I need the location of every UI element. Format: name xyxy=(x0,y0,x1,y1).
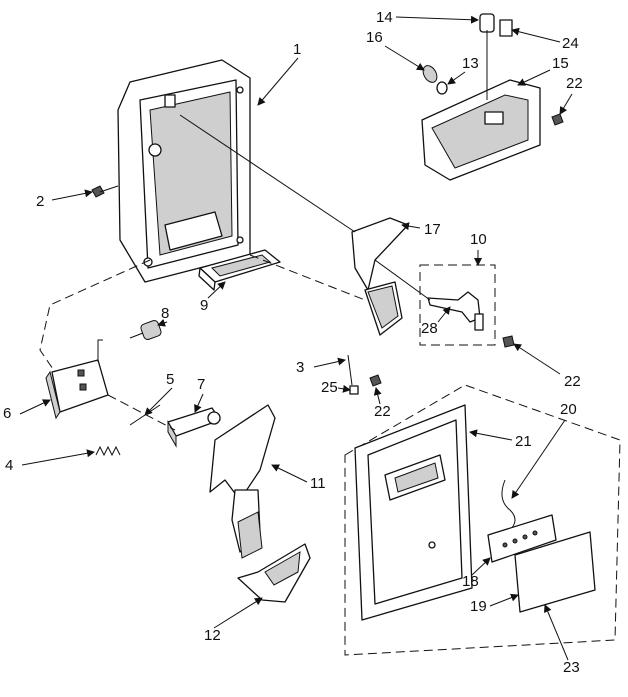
callout-16: 16 xyxy=(366,29,383,46)
leader-line-1 xyxy=(257,57,299,106)
callout-20: 20 xyxy=(560,401,577,418)
actuator-part xyxy=(167,407,221,448)
callout-2: 2 xyxy=(36,193,44,210)
control-board-part xyxy=(487,514,557,563)
leader-line-15 xyxy=(517,69,551,86)
callout-9: 9 xyxy=(200,297,208,314)
callout-18: 18 xyxy=(462,573,479,590)
assembly-line xyxy=(39,259,151,373)
control-overlay-part xyxy=(514,531,596,613)
leader-line-6 xyxy=(19,399,51,415)
callout-28: 28 xyxy=(421,320,438,337)
ice-lever-part xyxy=(209,404,276,559)
callout-25: 25 xyxy=(321,379,338,396)
leader-line-18 xyxy=(471,557,491,576)
dispenser-housing-part xyxy=(117,59,251,283)
callout-21: 21 xyxy=(515,433,532,450)
motor-part xyxy=(129,320,162,340)
pad-part xyxy=(349,385,359,395)
callout-23: 23 xyxy=(563,659,580,676)
callout-4: 4 xyxy=(5,457,13,474)
callout-5: 5 xyxy=(166,371,174,388)
leader-line-5 xyxy=(144,387,173,416)
assembly-line xyxy=(107,394,176,431)
leader-line-22 xyxy=(513,343,561,375)
ice-chute-cup-part xyxy=(237,543,311,603)
leader-line-16 xyxy=(384,45,425,71)
leader-line-21 xyxy=(469,429,513,441)
leader-line-23 xyxy=(544,604,569,661)
leader-line-22 xyxy=(559,93,573,115)
screw-part xyxy=(551,113,564,126)
bracket-part xyxy=(499,19,513,37)
kit-boundary-10 xyxy=(419,264,496,346)
screw-part xyxy=(369,374,382,387)
leader-line-9 xyxy=(207,281,226,299)
callout-22: 22 xyxy=(374,403,391,420)
leader-line-24 xyxy=(511,27,561,43)
leader-line-4 xyxy=(21,449,95,466)
solenoid-part xyxy=(45,339,109,420)
screw-part xyxy=(502,335,515,348)
assembly-line xyxy=(179,114,356,233)
leader-line-22 xyxy=(373,387,382,405)
leader-line-7 xyxy=(194,393,204,413)
assembly-line xyxy=(249,254,366,301)
bulb-socket-part xyxy=(422,65,448,95)
callout-7: 7 xyxy=(197,376,205,393)
leader-line-25 xyxy=(337,384,351,393)
callout-19: 19 xyxy=(470,598,487,615)
wire-harness-part xyxy=(501,479,516,531)
callout-22: 22 xyxy=(566,75,583,92)
assembly-line xyxy=(374,259,431,301)
callout-17: 17 xyxy=(424,221,441,238)
leader-line-20 xyxy=(511,419,566,499)
leader-line-17 xyxy=(401,222,421,231)
leader-line-8 xyxy=(157,318,168,327)
callout-12: 12 xyxy=(204,627,221,644)
callout-14: 14 xyxy=(376,9,393,26)
leader-line-28 xyxy=(437,306,451,323)
callout-24: 24 xyxy=(562,35,579,52)
kit-boundary-23 xyxy=(344,384,621,656)
callout-1: 1 xyxy=(293,41,301,58)
spring-part xyxy=(95,445,121,457)
callout-3: 3 xyxy=(296,359,304,376)
flapper-part xyxy=(347,354,353,386)
callout-11: 11 xyxy=(310,475,326,492)
leader-line-13 xyxy=(447,71,466,85)
water-lever-part xyxy=(351,217,409,336)
leader-line-2 xyxy=(51,189,93,201)
leader-line-14 xyxy=(395,15,479,24)
light-housing-part xyxy=(421,79,541,181)
callout-22: 22 xyxy=(564,373,581,390)
leader-line-19 xyxy=(489,593,519,607)
callout-6: 6 xyxy=(3,405,11,422)
drip-tray-grille-part xyxy=(198,249,281,291)
callout-8: 8 xyxy=(161,305,169,322)
screw-part xyxy=(91,185,119,198)
callout-13: 13 xyxy=(462,55,479,72)
callout-10: 10 xyxy=(470,231,487,248)
leader-line-12 xyxy=(213,597,263,629)
switch-part xyxy=(479,13,495,33)
callout-15: 15 xyxy=(552,55,569,72)
leader-line-11 xyxy=(271,464,308,483)
leader-line-3 xyxy=(313,357,346,368)
switch-arm-part xyxy=(427,291,484,331)
dispenser-panel-part xyxy=(354,404,473,621)
